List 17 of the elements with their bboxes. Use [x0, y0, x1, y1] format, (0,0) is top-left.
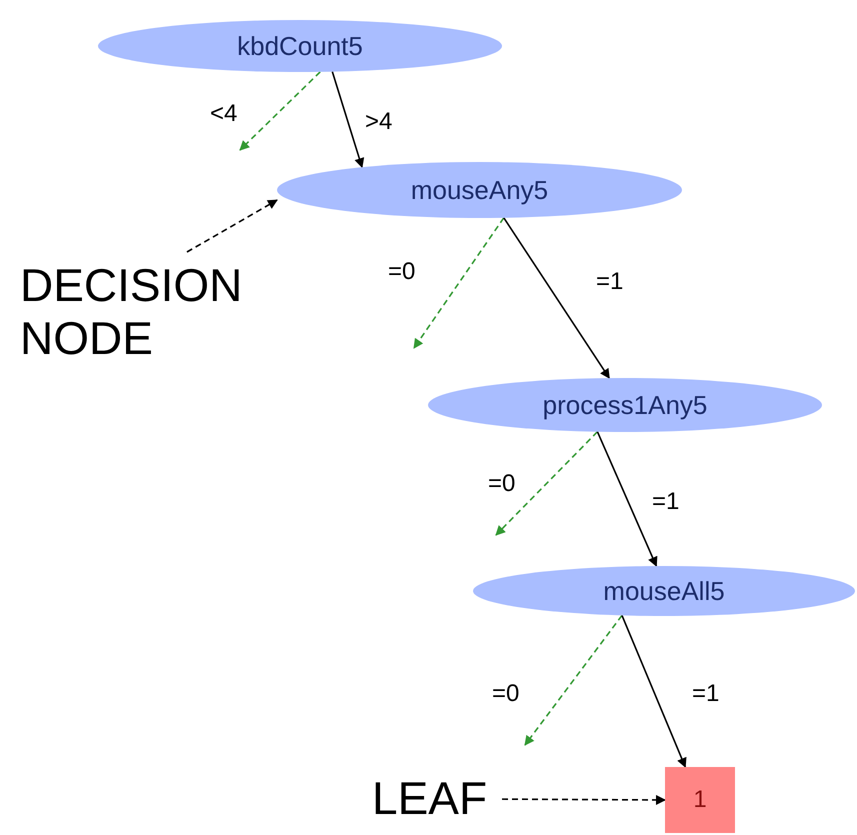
decision-ellipse: mouseAny5 — [277, 162, 682, 218]
arrow — [495, 431, 598, 536]
decision-ellipse: mouseAll5 — [473, 566, 855, 616]
leader-line — [186, 199, 278, 253]
arrow — [524, 614, 623, 746]
decision-ellipse: process1Any5 — [428, 378, 822, 432]
arrow — [503, 217, 610, 379]
arrow — [596, 431, 658, 567]
arrow — [239, 71, 321, 151]
annotation-text: DECISION NODE — [20, 259, 244, 365]
arrow — [413, 217, 504, 349]
leader-line — [502, 794, 666, 805]
arrow — [621, 615, 686, 768]
annotation-text: LEAF — [372, 772, 488, 824]
leaf-box: 1 — [665, 767, 735, 833]
arrow — [332, 71, 364, 168]
decision-ellipse: kbdCount5 — [98, 20, 502, 72]
